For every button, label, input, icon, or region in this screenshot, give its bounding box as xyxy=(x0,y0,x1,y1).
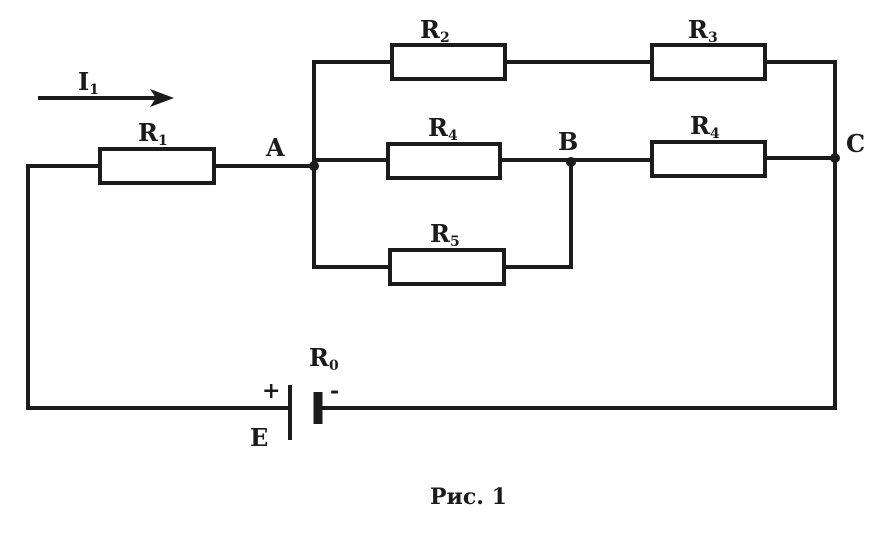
node-c-label: C xyxy=(846,129,865,158)
resistor-r4-right xyxy=(650,140,767,178)
resistor-r1 xyxy=(98,147,216,185)
node-b-label: B xyxy=(558,127,578,156)
current-arrow xyxy=(38,89,174,107)
wire-left-loop xyxy=(26,164,292,410)
resistor-r3 xyxy=(650,43,767,81)
label-r1: R1 xyxy=(138,118,168,149)
wire-top-right xyxy=(763,60,837,160)
node-c-dot xyxy=(830,153,840,163)
label-r5: R5 xyxy=(430,219,460,250)
current-label: I1 xyxy=(78,67,99,98)
battery-plus-sign: + xyxy=(262,378,280,404)
node-b-dot xyxy=(566,157,576,167)
node-a-dot xyxy=(309,161,319,171)
resistor-r4-middle xyxy=(386,142,502,180)
label-r3: R3 xyxy=(688,15,718,46)
label-r2: R2 xyxy=(420,15,450,46)
emf-label: E xyxy=(250,423,268,452)
wire-bottom-right xyxy=(316,156,837,410)
wire-r5-to-b xyxy=(502,160,573,269)
figure-caption: Рис. 1 xyxy=(430,484,507,510)
resistor-r2 xyxy=(390,43,507,81)
current-arrow-head xyxy=(150,89,174,107)
wires xyxy=(26,60,837,410)
node-a-label: A xyxy=(265,133,285,162)
label-r4-right: R4 xyxy=(690,111,720,142)
label-r4-middle: R4 xyxy=(428,113,458,144)
battery-minus-sign: - xyxy=(330,378,339,404)
battery xyxy=(288,385,323,440)
label-r0: R0 xyxy=(309,343,339,374)
resistor-r5 xyxy=(388,248,506,286)
